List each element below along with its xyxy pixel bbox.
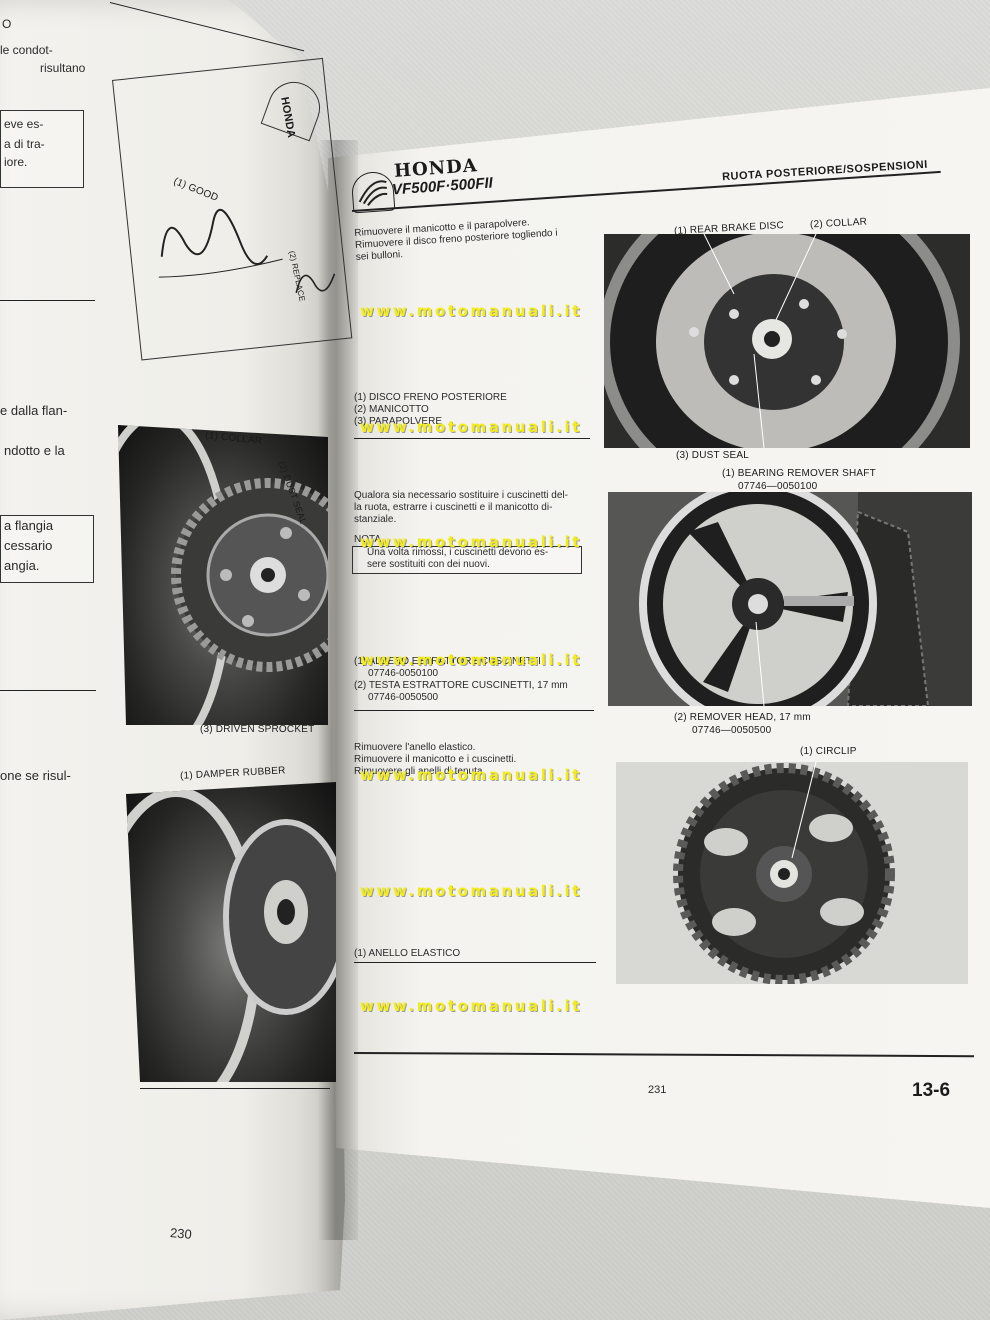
watermark: www.motomanuali.it [360,302,583,320]
watermark: www.motomanuali.it [360,766,583,784]
honda-wing-logo [350,170,396,214]
legend-item: (3) PARAPOLVERE [354,416,442,427]
legend-item: (1) ALBERO ESTRATTORE CUSCINETTI [354,656,541,667]
legend-item: 07746-0050500 [368,692,439,703]
left-edge-text: O [2,17,12,31]
step-2-line: Qualora sia necessario sostituire i cusc… [354,490,568,501]
photo-circlip [616,762,968,984]
right-page-number: 231 [648,1084,667,1096]
watermark: www.motomanuali.it [360,533,583,551]
legend-item: (1) DISCO FRENO POSTERIORE [354,392,507,403]
note-line: sere sostituiti con dei nuovi. [367,559,490,570]
left-note-box [0,110,84,188]
photo-rear-brake-disc [604,234,970,448]
section-number: 13-6 [912,1080,951,1101]
legend-item: (2) MANICOTTO [354,404,429,415]
left-edge-text: one se risul- [0,768,71,783]
left-edge-text: e dalla flan- [0,403,68,418]
left-edge-text: le condot- [0,43,53,57]
photo-label-bearing-remover-shaft: (1) BEARING REMOVER SHAFT [722,468,876,479]
left-rule [0,300,95,301]
left-edge-text: ndotto e la [4,443,65,458]
photo-label-circlip: (1) CIRCLIP [800,746,857,757]
watermark: www.motomanuali.it [360,882,583,900]
rear-brake-disc-image [604,234,970,448]
left-bottom-rule [140,1088,330,1089]
photo-label-remover-head: (2) REMOVER HEAD, 17 mm [674,712,811,723]
legend-item: (2) TESTA ESTRATTORE CUSCINETTI, 17 mm [354,680,568,691]
photo-label-dust-seal: (3) DUST SEAL [676,450,749,461]
driven-sprocket-image [118,425,328,725]
step-2-line: la ruota, estrarre i cuscinetti e il man… [354,502,553,513]
left-edge-text: eve es- [4,117,44,131]
photo-label-driven-sprocket: (3) DRIVEN SPROCKET [200,724,315,735]
tooth-diagram [158,208,336,294]
legend-item: 07746-0050100 [368,668,439,679]
note-box: Una volta rimossi, i cuscinetti devono e… [352,546,582,574]
left-edge-text: cessario [4,538,53,553]
photo-damper-rubber [126,782,336,1082]
step-3-line: Rimuovere il manicotto e i cuscinetti. [354,754,517,765]
left-edge-text: a flangia [4,518,54,533]
photo-bearing-remover [608,492,972,706]
wing-icon [358,180,388,206]
step-2-rule [354,710,594,711]
watermark: www.motomanuali.it [360,997,583,1015]
photo-label-head-code: 07746—0050500 [692,725,772,736]
left-edge-text: a di tra- [4,137,45,151]
step-2-legend: (1) ALBERO ESTRATTORE CUSCINETTI 07746-0… [354,656,568,704]
step-3-legend: (1) ANELLO ELASTICO [354,948,460,960]
bearing-remover-image [608,492,972,706]
step-2-text: Qualora sia necessario sostituire i cusc… [354,490,568,526]
left-note-box-2 [0,515,94,583]
step-1-rule [354,438,590,439]
left-edge-text: risultano [40,61,86,75]
note-line: Una volta rimossi, i cuscinetti devono e… [367,547,549,558]
step-1-legend: (1) DISCO FRENO POSTERIORE (2) MANICOTTO… [354,392,507,428]
photo-driven-sprocket [118,425,328,725]
step-3-text: Rimuovere l'anello elastico. Rimuovere i… [354,742,516,778]
step-2-line: stanziale. [354,514,397,525]
note-label: NOTA [354,534,382,545]
watermark: www.motomanuali.it [360,418,583,436]
photo-label-shaft-code: 07746—0050100 [738,481,818,492]
left-page-number: 230 [169,1225,193,1242]
watermark: www.motomanuali.it [360,651,583,669]
tooth-diagram-frame [112,57,353,361]
left-edge-text: iore. [4,155,28,169]
damper-rubber-image [126,787,336,1082]
step-3-rule [354,962,596,963]
left-rule-2 [0,690,96,691]
circlip-image [616,762,968,984]
left-edge-text: angia. [4,558,40,573]
step-3-line: Rimuovere gli anelli di tenuta. [354,766,486,777]
step-3-line: Rimuovere l'anello elastico. [354,742,476,753]
legend-item: (1) ANELLO ELASTICO [354,948,461,959]
